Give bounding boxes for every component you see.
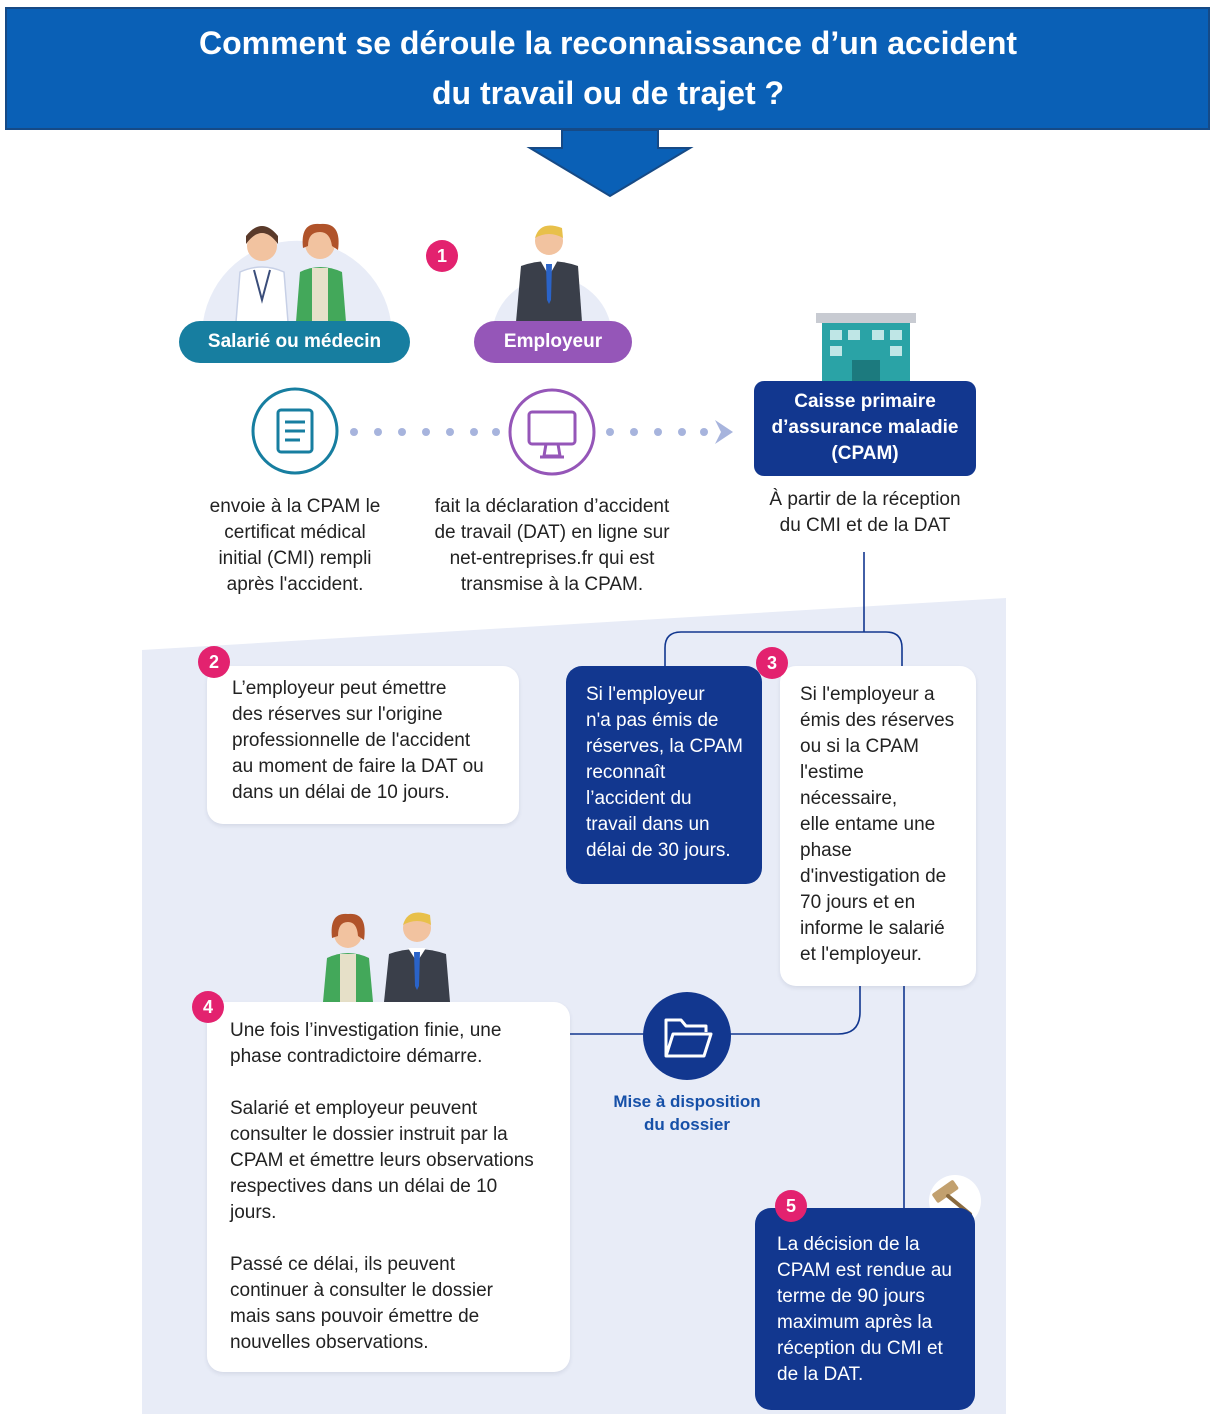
step-3-no-reserve-text: Si l'employeur n'a pas émis de réserves,… [586, 684, 743, 861]
step-5-card: La décision de la CPAM est rendue au ter… [755, 1208, 975, 1410]
dossier-label: Mise à disposition du dossier [613, 1092, 761, 1134]
computer-monitor-icon [508, 388, 596, 476]
cpam-box: Caisse primaire d’assurance maladie (CPA… [754, 381, 976, 476]
salarie-employeur-illustration [323, 912, 450, 1002]
step-1-salarie-text: envoie à la CPAM le certificat médical i… [209, 496, 381, 595]
step-4-badge: 4 [192, 991, 224, 1023]
step-4-para-3: Passé ce délai, ils peuvent continuer à … [230, 1254, 493, 1353]
step-4-card: Une fois l’investigation finie, une phas… [207, 1002, 570, 1372]
cpam-caption: À partir de la réception du CMI et de la… [769, 489, 961, 536]
step-2-card: L’employeur peut émettre des réserves su… [207, 666, 519, 824]
actor-salarie-medecin: Salarié ou médecin [179, 321, 410, 363]
actor-employeur: Employeur [474, 321, 632, 363]
down-arrow [526, 129, 694, 198]
document-icon [251, 387, 339, 475]
flow-lines [570, 552, 905, 1210]
building-icon [816, 313, 916, 381]
title-line-1: Comment se déroule la reconnaissance d’u… [198, 25, 1018, 61]
step-3-reserve-card: Si l'employeur a émis des réserves ou si… [780, 666, 976, 986]
title-banner [5, 7, 1210, 130]
step-4-para-2: Salarié et employeur peuvent consulter l… [230, 1098, 534, 1223]
folder-icon [643, 992, 731, 1080]
dotted-connector [350, 420, 733, 444]
step-4-para-1: Une fois l’investigation finie, une phas… [230, 1020, 502, 1067]
step-5-badge: 5 [775, 1190, 807, 1222]
title-line-2: du travail ou de trajet ? [431, 75, 785, 111]
step-2-text: L’employeur peut émettre des réserves su… [232, 678, 484, 803]
employer-illustration [494, 225, 610, 322]
page-title: Comment se déroule la reconnaissance d’u… [6, 18, 1210, 118]
patient-doctor-illustration [203, 223, 391, 323]
step-1-employeur-text: fait la déclaration d’accident de travai… [434, 496, 670, 595]
step-5-text: La décision de la CPAM est rendue au ter… [777, 1234, 952, 1385]
step-2-badge: 2 [198, 646, 230, 678]
step-3-badge: 3 [756, 647, 788, 679]
step-1-badge: 1 [426, 240, 458, 272]
step-3-no-reserve-card: Si l'employeur n'a pas émis de réserves,… [566, 666, 762, 884]
step-3-reserve-text: Si l'employeur a émis des réserves ou si… [800, 684, 955, 965]
